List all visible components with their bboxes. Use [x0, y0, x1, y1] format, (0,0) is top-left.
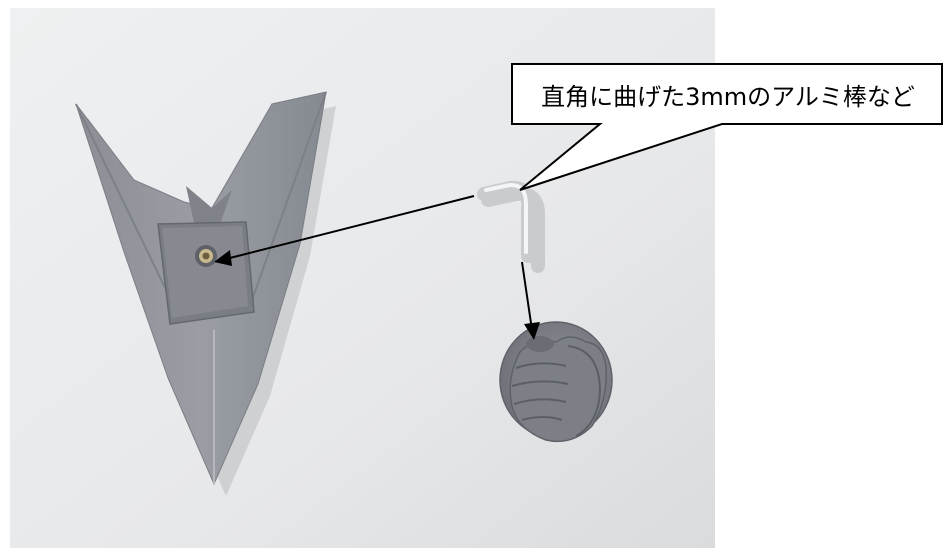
arrow-head-hand: [524, 322, 540, 340]
wing-fold-line-right: [251, 91, 327, 301]
arrow-rod-to-hand: [521, 261, 533, 331]
mounting-block-face: [162, 226, 248, 318]
callout-label: 直角に曲げた3mmのアルミ棒など: [541, 82, 915, 111]
mount-hole-inner: [202, 252, 210, 260]
callout-balloon: [511, 63, 943, 191]
wing-fold-line-left: [75, 103, 171, 299]
arrow-rod-to-hole: [221, 195, 475, 261]
arrow-head-hole: [214, 250, 232, 266]
fist-hand-part: [499, 321, 613, 443]
